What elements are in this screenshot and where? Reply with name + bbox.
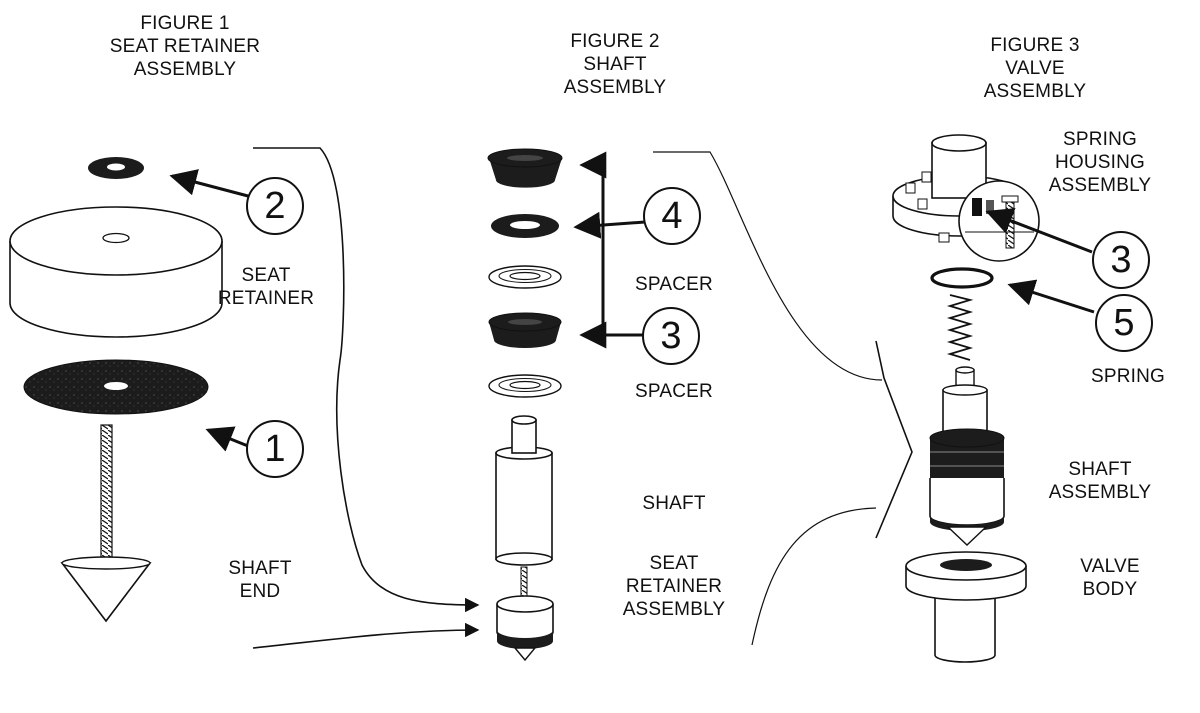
shaft-end bbox=[60, 424, 152, 623]
label-spacer-bottom: SPACER bbox=[635, 381, 713, 402]
callout-number-5: 5 bbox=[1113, 302, 1135, 344]
figure-2-parts bbox=[487, 148, 563, 662]
figure-1-parts bbox=[9, 157, 223, 623]
figure-3-parts bbox=[892, 134, 1040, 663]
o-ring-fig2 bbox=[491, 214, 559, 238]
callout-number-2: 2 bbox=[264, 185, 286, 227]
shaft-body bbox=[495, 415, 553, 566]
label-spacer-top: SPACER bbox=[635, 274, 713, 295]
spacer-washer-bottom bbox=[488, 374, 562, 398]
mini-seat-retainer-assembly bbox=[496, 566, 554, 662]
shaft-assembly-fig3 bbox=[929, 366, 1005, 546]
callout-circle-5 bbox=[1095, 294, 1153, 352]
callout-number-3-fig2: 3 bbox=[660, 315, 682, 357]
callout-circle-3-fig2 bbox=[642, 307, 700, 365]
connector-shaft-assembly bbox=[653, 151, 883, 381]
spacer-washer-top bbox=[488, 265, 562, 289]
label-spring: SPRING bbox=[1090, 366, 1166, 387]
connector-seat-retainer bbox=[253, 147, 480, 613]
callout-number-3-fig3: 3 bbox=[1110, 239, 1132, 281]
arrow-to-housing-seal bbox=[985, 208, 1093, 254]
seal-cup-middle bbox=[488, 312, 562, 348]
exploded-bracket bbox=[875, 340, 913, 539]
seal-cup-top bbox=[487, 148, 563, 188]
label-shaft: SHAFT bbox=[642, 493, 706, 514]
callout-circle-3-fig3 bbox=[1092, 231, 1150, 289]
callout-circle-1 bbox=[246, 420, 304, 478]
spring-coil bbox=[946, 294, 974, 361]
arrow-to-fig2-o-ring bbox=[573, 211, 646, 239]
seat-disk bbox=[23, 359, 209, 415]
valve-body bbox=[905, 551, 1027, 663]
o-ring-small bbox=[88, 157, 144, 179]
callout-number-1: 1 bbox=[264, 428, 286, 470]
callout-circle-4 bbox=[643, 187, 701, 245]
seat-retainer-cylinder bbox=[9, 206, 223, 338]
connector-seat-retainer-assembly bbox=[751, 507, 877, 646]
arrow-to-o-ring bbox=[169, 169, 249, 198]
arrow-to-fig3-o-ring bbox=[1007, 279, 1095, 314]
arrow-to-seat-disk bbox=[205, 426, 249, 452]
detail-magnifier bbox=[958, 180, 1040, 262]
o-ring-fig3 bbox=[930, 267, 994, 289]
callout-bracket bbox=[579, 151, 645, 349]
callout-circle-2 bbox=[246, 177, 304, 235]
callout-number-4: 4 bbox=[661, 195, 683, 237]
connector-shaft-end bbox=[252, 622, 480, 649]
